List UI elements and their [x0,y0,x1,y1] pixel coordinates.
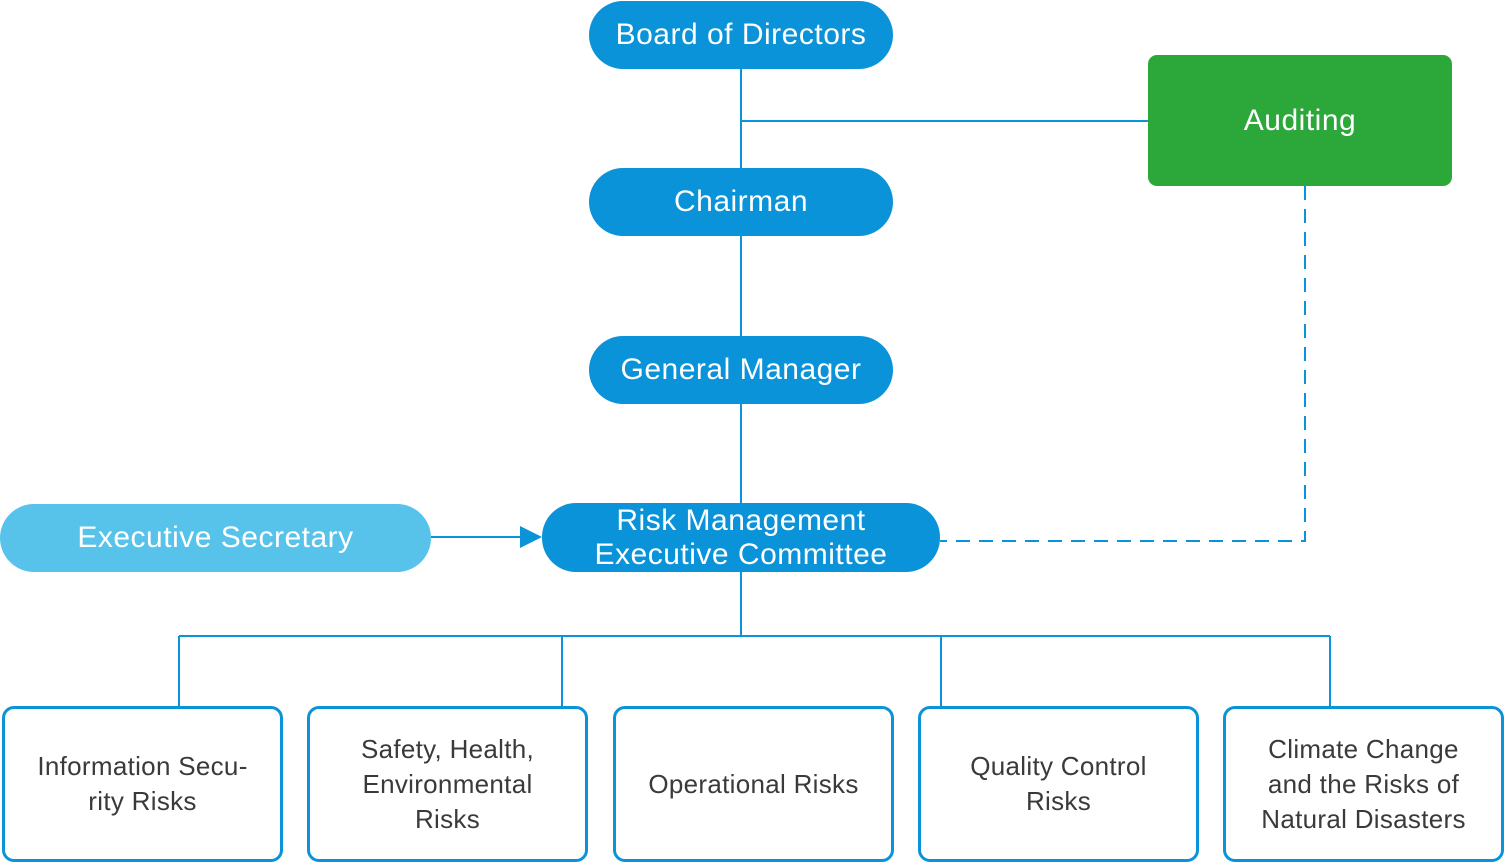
connector-auditing-committee-dashed [940,186,1306,542]
chairman-label: Chairman [673,185,809,218]
risk-label-quality-control: Quality Control Risks [970,751,1147,816]
risk-label-climate-change: Climate Change and the Risks of Natural … [1261,733,1466,834]
executive-secretary-label: Executive Secretary [77,521,354,554]
risk-box-safety-health-environmental: Safety, Health, Environmental Risks [307,706,588,862]
risk-box-information-security: Information Secu- rity Risks [2,706,283,862]
board-of-directors-label: Board of Directors [615,18,867,51]
risk-box-operational: Operational Risks [613,706,894,862]
risk-box-quality-control: Quality Control Risks [918,706,1199,862]
risk-label-operational: Operational Risks [648,768,859,799]
board-of-directors-node: Board of Directors [589,1,893,69]
auditing-node: Auditing [1148,55,1452,186]
general-manager-label: General Manager [620,353,862,386]
executive-secretary-node: Executive Secretary [0,504,431,572]
risk-box-climate-change: Climate Change and the Risks of Natural … [1223,706,1504,862]
general-manager-node: General Manager [589,336,893,404]
risk-management-committee-node: Risk Management Executive Committee [542,503,940,572]
arrowhead-icon [520,526,542,548]
risk-management-committee-label: Risk Management Executive Committee [594,503,888,571]
risk-label-information-security: Information Secu- rity Risks [37,751,248,816]
chairman-node: Chairman [589,168,893,236]
auditing-label: Auditing [1243,103,1357,137]
risk-label-safety-health-environmental: Safety, Health, Environmental Risks [360,733,535,834]
